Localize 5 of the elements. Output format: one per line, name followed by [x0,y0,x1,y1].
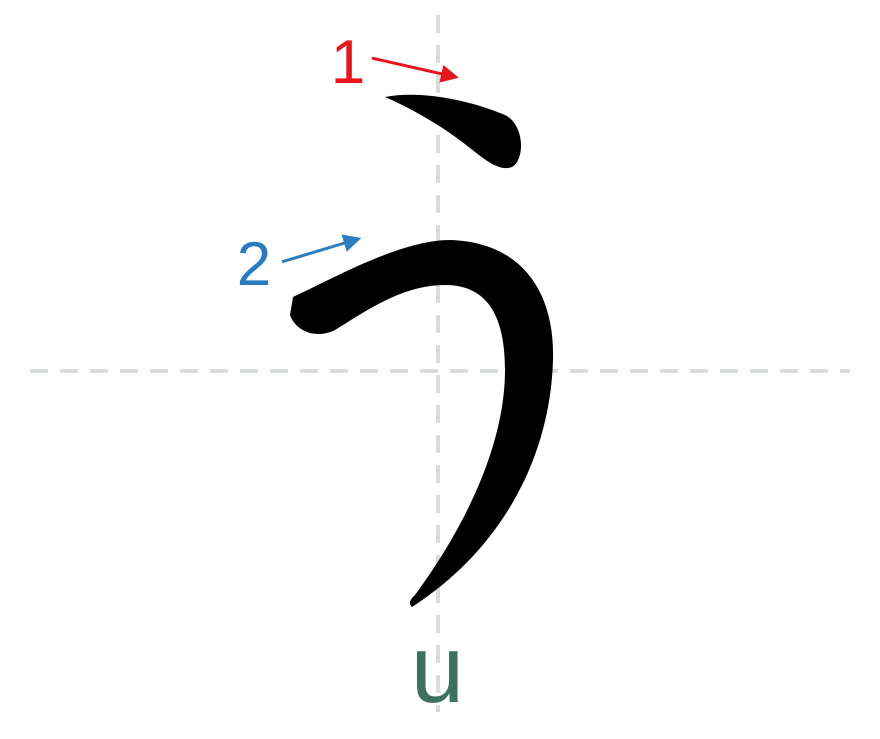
arrow [282,234,362,264]
stroke-number: 1 [328,32,368,90]
arrow [372,56,459,83]
stroke-number: 2 [230,234,278,292]
romanization-label: u [410,622,466,718]
